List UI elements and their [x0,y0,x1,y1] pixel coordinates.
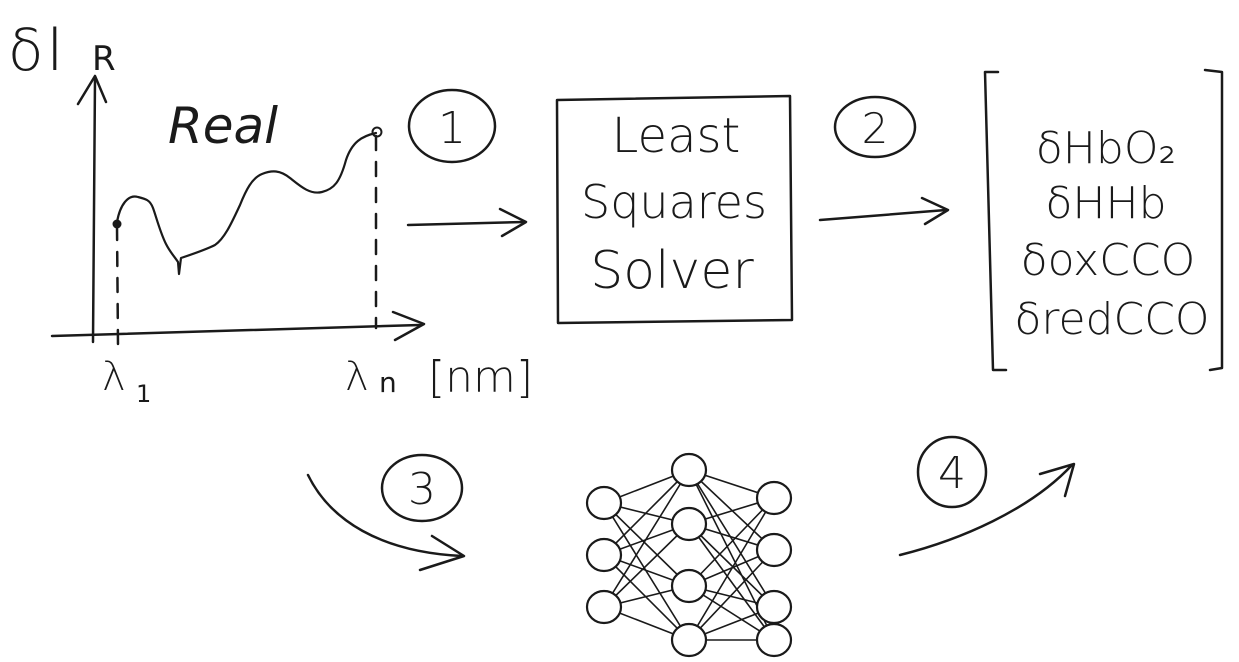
lambdan-subscript: n [379,366,397,399]
network-node-l1-2 [585,537,623,573]
network-edge-l1-1-4 [603,502,690,641]
arrow-to-network-head [418,534,466,572]
network-edge-l1-2-1 [603,469,690,556]
spectrum-label: Real [168,97,278,155]
arrow-from-network [898,462,1076,557]
arrow-to-solver [406,207,528,238]
arrow-to-solver-shaft [406,220,526,227]
solver-box [555,94,794,325]
x-axis-line [50,323,422,338]
neural-network [585,452,793,658]
y-axis-label: δ I R [8,15,116,85]
network-node-l2-1 [670,452,708,488]
network-node-l3-3 [755,589,793,625]
network-node-l3-1 [755,480,793,516]
network-node-l2-2 [670,506,708,542]
step-4: 4 [916,435,988,509]
step-1-circle [407,88,497,164]
spectrum-start-point [112,219,122,229]
output-hhb: δHHb [1045,178,1166,229]
y-axis-line [91,76,97,344]
network-node-l1-3 [585,589,623,625]
lambda1-symbol: λ [102,354,126,400]
solver-line-3: Solver [590,241,754,301]
network-nodes [585,452,793,658]
network-node-l3-4 [755,622,793,658]
output-vector: δHbO₂ δHHb δoxCCO δredCCO [983,68,1224,372]
step-3-number: 3 [408,464,436,515]
network-node-l2-4 [670,622,708,658]
network-edge-l2-1-2 [688,469,775,551]
network-edges [603,469,775,641]
arrow-to-solver-head [498,207,528,238]
step-2-circle [833,95,917,159]
network-node-l2-3 [670,568,708,604]
y-axis-delta: δ [8,16,44,84]
output-oxcco: δoxCCO [1021,235,1196,286]
arrow-to-outputs-shaft [818,208,948,222]
step-4-number: 4 [938,448,966,499]
network-edge-l1-2-4 [603,554,690,641]
arrow-to-outputs [818,196,950,226]
network-edge-l1-3-2 [603,523,690,608]
network-edge-l2-1-3 [688,469,775,608]
right-bracket [1203,68,1224,372]
solver-line-2: Squares [581,175,767,229]
solver-line-1: Least [612,108,741,164]
left-bracket [983,70,1008,372]
output-hbo2: δHbO₂ [1036,123,1176,174]
x-axis-arrowhead [391,310,426,342]
arrow-to-network [306,473,466,572]
network-edge-l2-4-1 [688,497,775,641]
step-4-circle [916,435,988,509]
x-axis-unit: [nm] [428,352,533,403]
y-axis-arrowhead [76,74,108,106]
arrow-from-network-head [1038,462,1076,498]
lambda1-subscript: 1 [136,380,151,408]
arrow-to-outputs-head [920,196,950,226]
step-1: 1 [407,88,497,164]
network-node-l1-1 [585,485,623,521]
lambda1-dashed-line [115,224,120,348]
network-edge-l2-3-1 [688,497,775,587]
lambdan-symbol: λ [345,354,369,400]
network-node-l3-2 [755,532,793,568]
spectrum-curve [115,131,378,276]
y-axis-i: I [46,15,64,85]
network-edge-l2-2-4 [688,523,775,641]
spectrum-plot: Real λ 1 λ n [nm] [50,74,533,408]
least-squares-solver: Least Squares Solver [555,94,794,325]
step-1-number: 1 [438,103,466,154]
arrow-from-network-shaft [898,463,1074,557]
network-edge-l2-4-2 [688,549,775,641]
network-edge-l2-2-3 [688,523,775,608]
spectrum-end-point [371,126,383,138]
network-edge-l1-3-1 [603,469,690,608]
y-axis-sub: R [92,39,116,79]
arrow-to-network-shaft [306,473,464,558]
step-2-number: 2 [862,104,889,153]
step-3-circle [380,453,464,523]
output-redcco: δredCCO [1014,294,1209,345]
step-2: 2 [833,95,917,159]
step-3: 3 [380,453,464,523]
network-edge-l1-1-3 [603,502,690,587]
